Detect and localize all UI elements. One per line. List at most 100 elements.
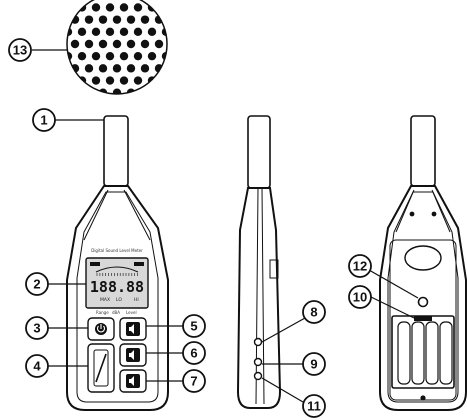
meter-back-view (379, 115, 467, 411)
foam-dot (50, 3, 58, 11)
foam-dot (169, 64, 177, 72)
svg-text:12: 12 (353, 259, 367, 274)
foam-dot (176, 3, 184, 11)
foam-dot (50, 28, 58, 36)
foam-dot (176, 52, 184, 60)
svg-text:5: 5 (190, 319, 197, 334)
svg-text:11: 11 (307, 399, 321, 414)
foam-dot (119, 3, 129, 12)
foam-dot (119, 27, 129, 37)
range-slide-switch[interactable] (87, 343, 115, 393)
foam-dot (91, 27, 101, 37)
svg-text:10: 10 (353, 290, 367, 305)
model-label: Digital Sound Level Meter (91, 248, 143, 253)
foam-dot (169, 40, 177, 48)
foam-dot (98, 64, 108, 73)
foam-dot (140, 39, 150, 49)
svg-text:8: 8 (310, 305, 317, 320)
callout-2: 2 (25, 272, 49, 296)
foam-dot (190, 76, 198, 84)
foam-dot (77, 27, 87, 37)
foam-dot (183, 64, 191, 72)
foam-dot (140, 88, 150, 94)
foam-dot (91, 3, 101, 12)
battery-compartment (391, 315, 455, 389)
side-jack-8 (253, 337, 263, 347)
foam-dot (91, 76, 101, 85)
foam-dot (105, 76, 115, 85)
foam-dot (67, 76, 73, 85)
foam-dot (105, 3, 115, 12)
lcd-hi: HI (134, 297, 139, 303)
foam-dot (133, 51, 143, 61)
meter-front-view: Digital Sound Level Meter 188.88 MAX LO … (66, 115, 169, 411)
lcd-display (85, 257, 149, 309)
foam-dot (169, 89, 177, 97)
foam-dot (133, 76, 143, 85)
foam-dot (148, 101, 156, 109)
svg-text:3: 3 (33, 321, 40, 336)
foam-dot (91, 51, 101, 61)
callout-9: 9 (302, 352, 326, 376)
foam-dot (190, 52, 198, 60)
power-button[interactable] (87, 317, 115, 341)
callout-11: 11 (302, 394, 326, 418)
foam-dot (126, 39, 136, 49)
foam-dot (43, 64, 51, 72)
foam-dot (119, 51, 129, 61)
tripod-mount (417, 296, 429, 308)
foam-dot (133, 3, 143, 12)
foam-dot (70, 39, 80, 49)
foam-dot (112, 15, 122, 24)
foam-dot (57, 40, 65, 48)
function-button-5[interactable] (119, 317, 147, 341)
foam-dot (190, 101, 198, 109)
foam-dot (161, 3, 167, 12)
callout-5: 5 (182, 314, 206, 338)
foam-dot (105, 27, 115, 37)
foam-windscreen-detail (43, 0, 198, 109)
foam-dot (43, 89, 51, 97)
foam-dot (190, 28, 198, 36)
foam-dot (147, 51, 157, 61)
function-button-6[interactable] (119, 343, 147, 367)
function-button-7[interactable] (119, 369, 147, 393)
svg-text:13: 13 (13, 43, 27, 58)
foam-dot (134, 101, 142, 109)
foam-dot (84, 88, 94, 94)
callout-6: 6 (182, 341, 206, 365)
foam-dot (50, 52, 58, 60)
foam-dot (140, 15, 150, 24)
foam-dot (105, 51, 115, 61)
foam-dot (84, 64, 94, 73)
foam-dot (64, 101, 72, 109)
foam-dot (126, 64, 136, 73)
foam-dot (183, 40, 191, 48)
lcd-max: MAX (100, 297, 110, 303)
foam-dot (112, 39, 122, 49)
meter-side-view (236, 115, 282, 409)
svg-text:9: 9 (310, 357, 317, 372)
meter-body-side (236, 187, 282, 409)
foam-dot (78, 101, 86, 109)
microphone-tube (103, 115, 129, 187)
callout-line-8 (261, 317, 306, 343)
svg-text:1: 1 (40, 113, 47, 128)
foam-dot (77, 51, 87, 61)
foam-dot (126, 15, 136, 24)
callout-13: 13 (8, 38, 32, 62)
foam-dot (98, 39, 108, 49)
foam-dot (176, 101, 184, 109)
foam-dot (67, 3, 73, 12)
foam-dot (190, 3, 198, 11)
callout-1: 1 (32, 108, 56, 132)
microphone-tube-back (410, 115, 436, 187)
lcd-lo: LO (116, 297, 122, 303)
side-jack-9 (253, 357, 263, 367)
callout-7: 7 (182, 369, 206, 393)
foam-dot (183, 89, 191, 97)
callout-3: 3 (25, 316, 49, 340)
svg-text:7: 7 (190, 374, 197, 389)
foam-dot (147, 27, 157, 37)
